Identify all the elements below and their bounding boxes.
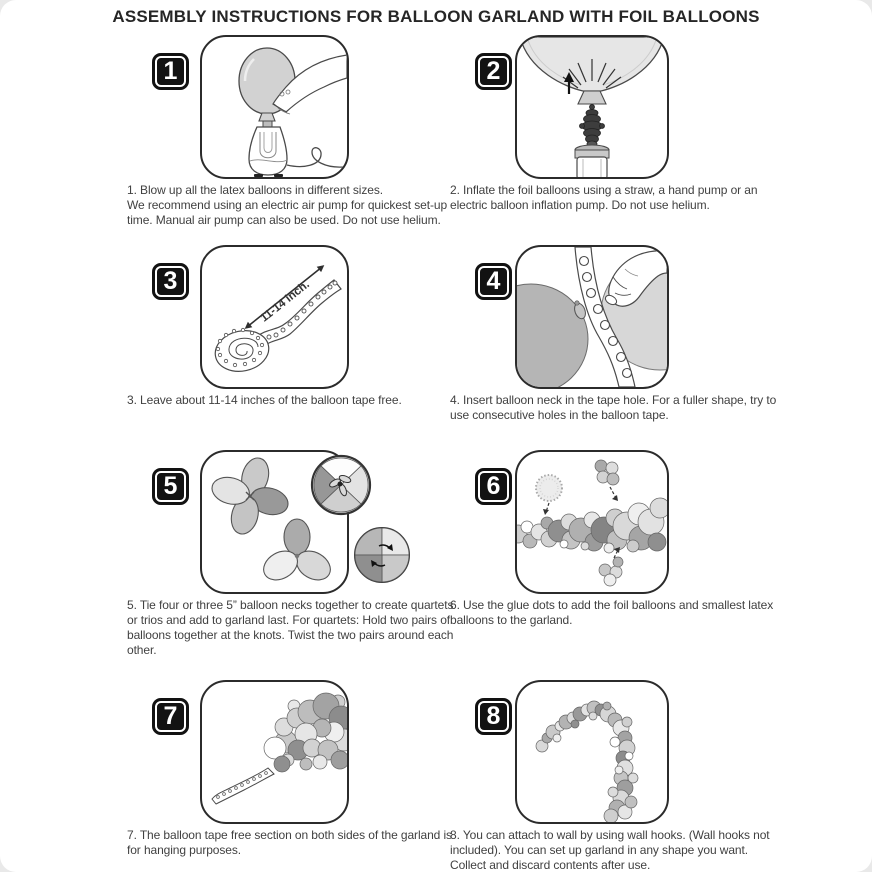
garland-cluster <box>263 692 347 773</box>
balloon-neck <box>258 112 276 122</box>
step-caption: 1. Blow up all the latex balloons in dif… <box>127 183 448 227</box>
step-caption: 3. Leave about 11-14 inches of the ballo… <box>127 393 402 407</box>
step-number-badge: 8 <box>475 698 512 735</box>
step-1: 1 1. Blow up all the latex b <box>127 35 467 249</box>
thumb <box>604 294 618 306</box>
step-6: 6 <box>450 450 790 664</box>
step-caption: 4. Insert balloon neck in the tape hole.… <box>450 393 777 422</box>
step-illustration-panel <box>200 680 349 824</box>
tape-roll-holes <box>215 327 265 368</box>
step-illustration-panel <box>515 450 669 594</box>
knot <box>245 491 255 501</box>
foil-balloon-pump-illustration <box>519 37 665 177</box>
step-caption: 7. The balloon tape free section on both… <box>127 828 452 857</box>
power-cord <box>286 147 344 168</box>
garland-band <box>517 497 667 554</box>
tape-roll-spiral <box>228 337 259 360</box>
electric-pump-balloon-illustration <box>238 47 347 177</box>
knot <box>294 553 300 559</box>
step-number-badge: 3 <box>152 263 189 300</box>
glue-dots-illustration <box>517 459 667 587</box>
latex-balloon-left <box>517 283 589 387</box>
step-illustration-panel <box>515 680 669 824</box>
attach-arrow <box>609 486 617 499</box>
balloon-trio <box>263 518 331 581</box>
step-8: 8 <box>450 680 790 872</box>
step-7: 7 <box>127 680 467 872</box>
quartet-trio-illustration <box>211 457 331 581</box>
wall-garland-illustration <box>535 700 639 822</box>
garland-shape <box>535 700 639 822</box>
balloon-tape-illustration: 11-14 inch. <box>214 265 342 372</box>
balloon-quartet <box>211 457 289 535</box>
hand-pump-cylinder <box>576 156 608 177</box>
inflation-air-lines <box>562 59 622 89</box>
step-number-badge: 5 <box>152 468 189 505</box>
step-4: 4 4. Insert balloon neck in the <box>450 245 790 459</box>
page-title: ASSEMBLY INSTRUCTIONS FOR BALLOON GARLAN… <box>112 7 760 26</box>
step-3: 3 <box>127 245 467 459</box>
tape-holes <box>216 771 268 799</box>
step-illustration-panel <box>200 35 349 179</box>
step-2: 2 <box>450 35 790 249</box>
step-caption: 8. You can attach to wall by using wall … <box>450 828 770 872</box>
step-caption: 5. Tie four or three 5” balloon necks to… <box>127 598 454 657</box>
balloon-valve-tail <box>577 90 607 105</box>
twist-detail-callout <box>354 527 410 583</box>
step-caption: 2. Inflate the foil balloons using a str… <box>450 183 758 212</box>
tape-strip <box>574 247 636 387</box>
pump-nozzle <box>262 120 273 128</box>
tied-necks-knot <box>337 481 343 487</box>
free-tape-illustration <box>211 692 347 805</box>
step-number-badge: 7 <box>152 698 189 735</box>
tape-holes <box>578 255 633 379</box>
step-number-badge: 4 <box>475 263 512 300</box>
step-illustration-panel <box>515 245 669 389</box>
step-5: 5 <box>127 450 467 664</box>
step-illustration-panel: 11-14 inch. <box>200 245 349 389</box>
valve-adapter <box>579 104 605 148</box>
knot-detail-callout <box>310 454 372 516</box>
electric-pump-body <box>248 126 288 176</box>
step-caption: 6. Use the glue dots to add the foil bal… <box>450 598 774 627</box>
step-illustration-panel <box>515 35 669 179</box>
step-number-badge: 2 <box>475 53 512 90</box>
mini-cluster <box>598 556 624 587</box>
insert-neck-illustration <box>517 247 667 387</box>
hand <box>608 250 667 307</box>
mini-quartet <box>594 459 620 486</box>
measure-arrow <box>246 266 323 328</box>
step-number-badge: 1 <box>152 53 189 90</box>
step-number-badge: 6 <box>475 468 512 505</box>
